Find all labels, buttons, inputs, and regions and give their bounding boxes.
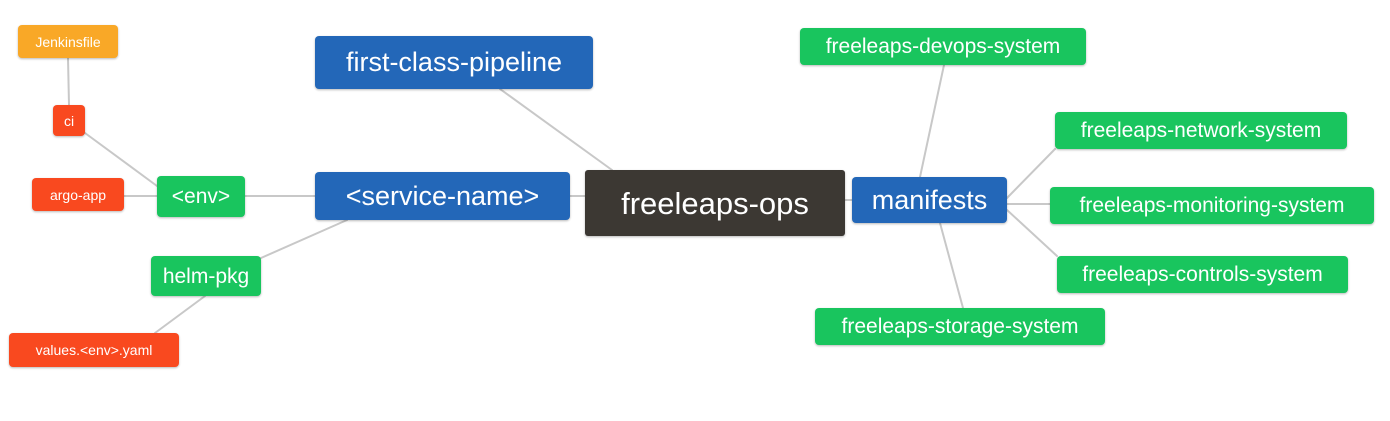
node-label: freeleaps-network-system bbox=[1080, 119, 1322, 142]
node-freeleaps-monitoring-system[interactable]: freeleaps-monitoring-system bbox=[1050, 187, 1374, 224]
node-freeleaps-devops-system[interactable]: freeleaps-devops-system bbox=[800, 28, 1086, 65]
node-freeleaps-network-system[interactable]: freeleaps-network-system bbox=[1055, 112, 1347, 149]
node-label: first-class-pipeline bbox=[345, 47, 563, 77]
node-label: <service-name> bbox=[345, 180, 540, 211]
node-helm-pkg[interactable]: helm-pkg bbox=[151, 256, 261, 296]
node-label: values.<env>.yaml bbox=[35, 342, 153, 358]
edge-manifests-to-freeleaps-network-system bbox=[1006, 148, 1056, 199]
node-label: manifests bbox=[871, 184, 988, 215]
node-label: <env> bbox=[171, 185, 231, 208]
node-label: argo-app bbox=[49, 186, 107, 203]
node-freeleaps-storage-system[interactable]: freeleaps-storage-system bbox=[815, 308, 1105, 345]
node-label: freeleaps-storage-system bbox=[841, 315, 1079, 338]
node-label: helm-pkg bbox=[162, 264, 250, 288]
edge-values-yaml-to-helm-pkg bbox=[154, 295, 206, 334]
edge-manifests-to-freeleaps-storage-system bbox=[939, 222, 964, 309]
node-values-yaml[interactable]: values.<env>.yaml bbox=[9, 333, 179, 367]
node-ci[interactable]: ci bbox=[53, 105, 85, 136]
node-label: freeleaps-devops-system bbox=[825, 35, 1061, 58]
node-label: freeleaps-monitoring-system bbox=[1079, 194, 1345, 217]
edge-manifests-to-freeleaps-devops-system bbox=[919, 64, 945, 178]
edge-helm-pkg-to-service-name bbox=[260, 219, 348, 259]
node-first-class-pipeline[interactable]: first-class-pipeline bbox=[315, 36, 593, 89]
node-freeleaps-controls-system[interactable]: freeleaps-controls-system bbox=[1057, 256, 1348, 293]
node-service-name[interactable]: <service-name> bbox=[315, 172, 570, 220]
edge-jenkinsfile-to-ci bbox=[67, 57, 70, 106]
node-label: ci bbox=[63, 112, 75, 129]
edge-first-class-pipeline-to-freeleaps-ops bbox=[499, 88, 613, 171]
node-label: freeleaps-ops bbox=[621, 185, 809, 221]
node-label: freeleaps-controls-system bbox=[1082, 263, 1323, 286]
node-argo-app[interactable]: argo-app bbox=[32, 178, 124, 211]
node-jenkinsfile[interactable]: Jenkinsfile bbox=[18, 25, 118, 58]
node-label: Jenkinsfile bbox=[35, 33, 101, 50]
node-manifests[interactable]: manifests bbox=[852, 177, 1007, 223]
node-freeleaps-ops[interactable]: freeleaps-ops bbox=[585, 170, 845, 236]
node-env[interactable]: <env> bbox=[157, 176, 245, 217]
